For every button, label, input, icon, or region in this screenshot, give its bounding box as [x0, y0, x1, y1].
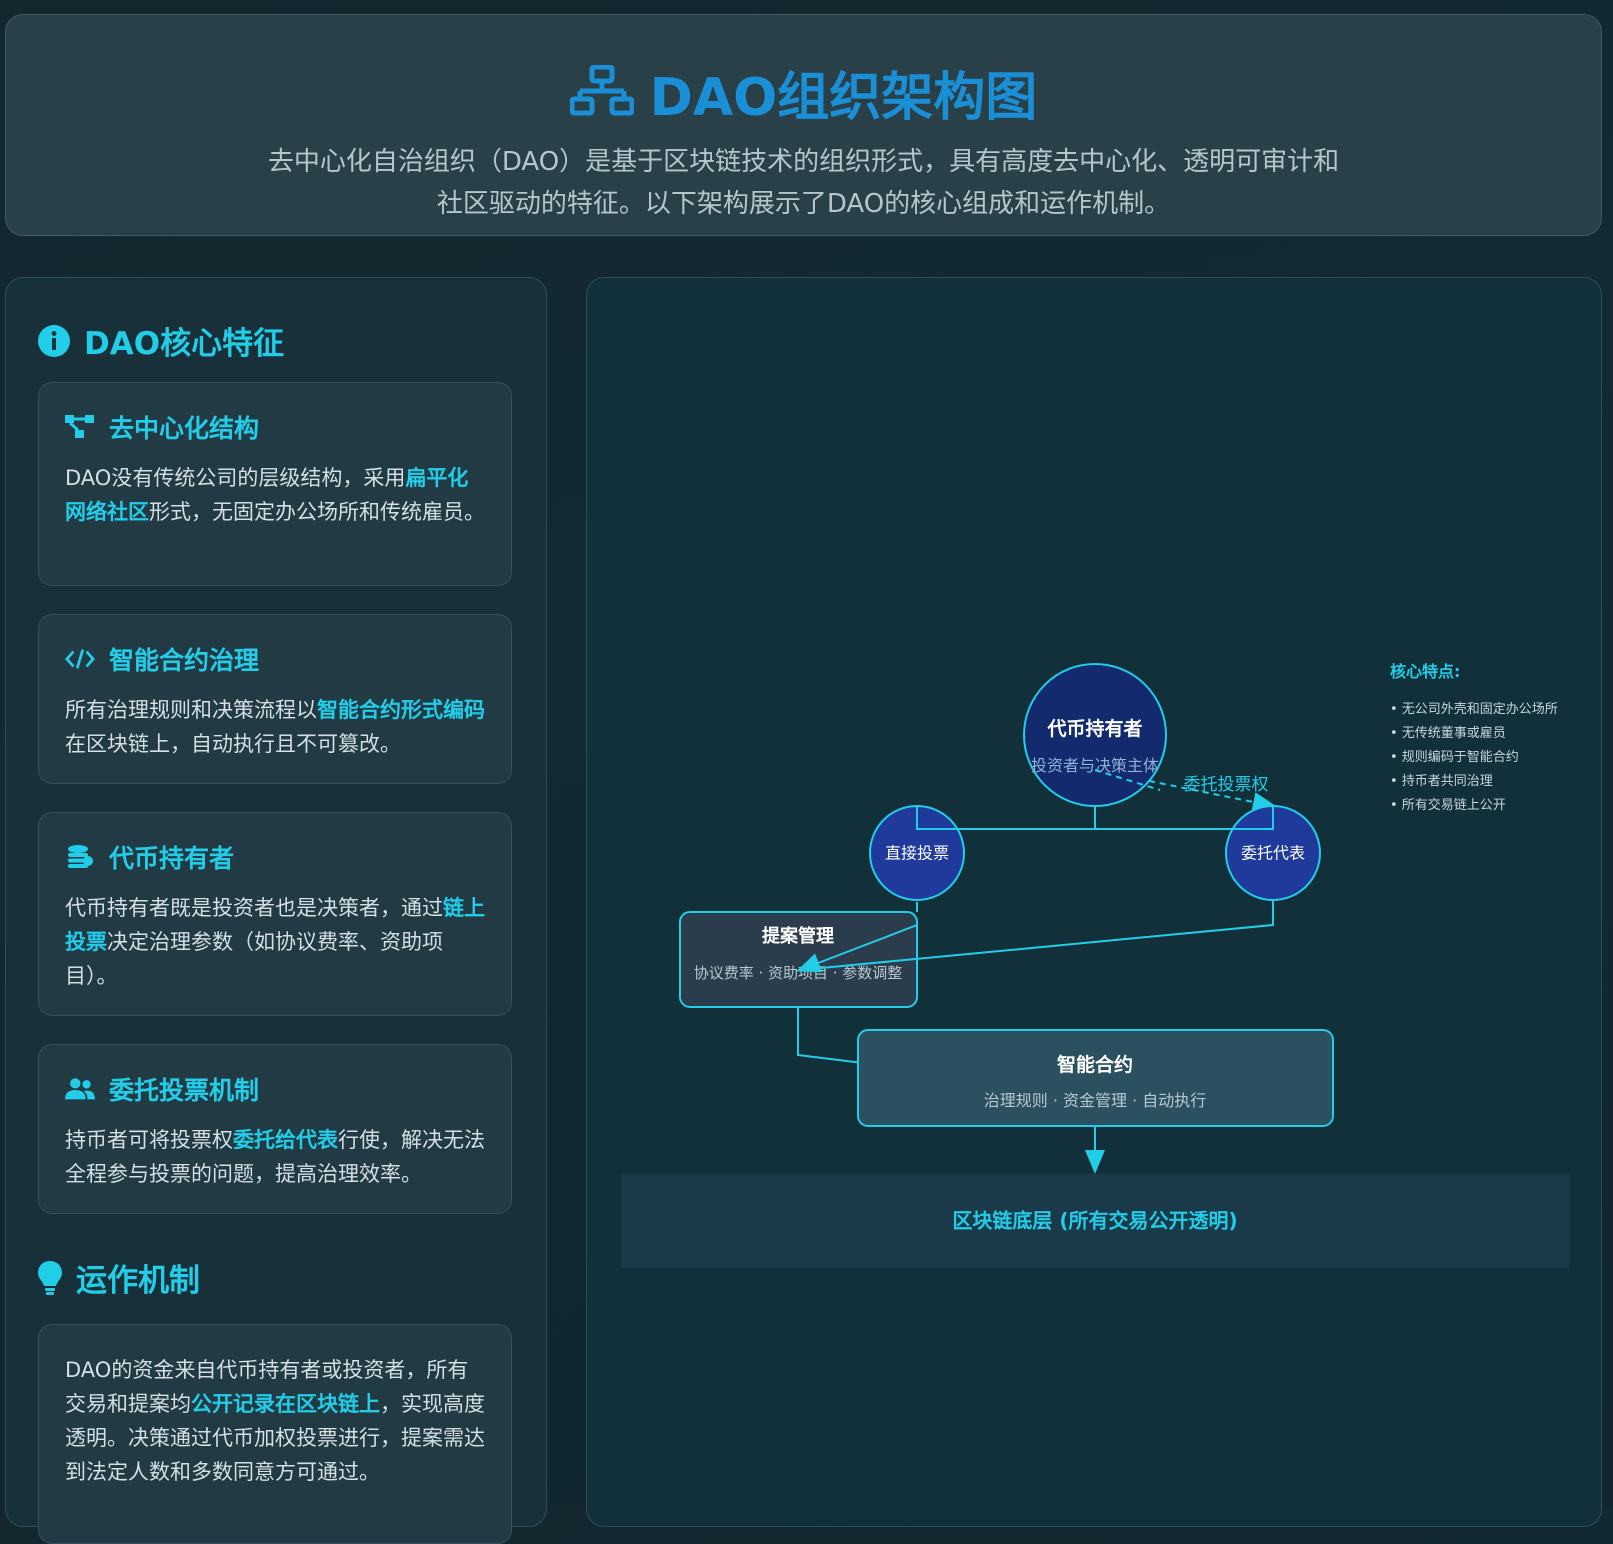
proposal-title: 提案管理	[762, 925, 834, 947]
features-heading: DAO核心特征	[38, 318, 284, 363]
page-description: 去中心化自治组织（DAO）是基于区块链技术的组织形式，具有高度去中心化、透明可审…	[267, 147, 1340, 219]
blockchain-layer-label: 区块链底层 (所有交易公开透明)	[952, 1209, 1237, 1233]
delegate-label: 委托代表	[1241, 844, 1305, 863]
mechanism-text: DAO的资金来自代币持有者或投资者，所有交易和提案均公开记录在区块链上，实现高度…	[65, 1358, 485, 1484]
coins-icon	[65, 844, 95, 870]
feature-card-title: 代币持有者	[65, 839, 485, 875]
sitemap-icon	[569, 64, 635, 130]
feature-card-token-holders: 代币持有者 代币持有者既是投资者也是决策者，通过链上投票决定治理参数（如协议费率…	[38, 812, 512, 1016]
header-panel: DAO组织架构图 去中心化自治组织（DAO）是基于区块链技术的组织形式，具有高度…	[5, 14, 1602, 236]
direct-vote-label: 直接投票	[885, 844, 949, 863]
mechanism-heading: 运作机制	[38, 1255, 200, 1300]
direct-vote-to-proposal-arrow	[796, 924, 918, 973]
blockchain-layer	[621, 1174, 1569, 1268]
diagram-panel	[586, 277, 1602, 1527]
delegate-link-label: 委托投票权	[1184, 775, 1269, 795]
direct-vote-branch	[916, 807, 960, 830]
smart-contract-node	[857, 1029, 1334, 1127]
core-notes: 核心特点: • 无公司外壳和固定办公场所 • 无传统董事或雇员 • 规则编码于智…	[1390, 658, 1590, 818]
core-note-item: • 无传统董事或雇员	[1390, 726, 1506, 741]
feature-card-text: DAO没有传统公司的层级结构，采用扁平化网络社区形式，无固定办公场所和传统雇员。	[65, 466, 485, 524]
feature-card-title: 智能合约治理	[65, 641, 485, 677]
page-title: DAO组织架构图	[6, 55, 1601, 134]
core-note-item: • 无公司外壳和固定办公场所	[1390, 702, 1558, 717]
core-note-item: • 所有交易链上公开	[1390, 798, 1506, 813]
feature-card-title: 委托投票机制	[65, 1071, 485, 1107]
network-icon	[65, 415, 95, 439]
code-icon	[65, 647, 95, 671]
feature-card-text: 代币持有者既是投资者也是决策者，通过链上投票决定治理参数（如协议费率、资助项目）…	[65, 896, 485, 988]
smart-contract-title: 智能合约	[1057, 1053, 1133, 1076]
token-holders-node	[1023, 663, 1167, 807]
features-panel: DAO核心特征 去中心化结构 DAO没有传统公司的层级结构，采用扁平化网络社区形…	[5, 277, 547, 1544]
delegate-branch	[1230, 807, 1274, 830]
core-note-item: • 规则编码于智能合约	[1390, 750, 1519, 765]
token-holders-title: 代币持有者	[1046, 717, 1142, 740]
lightbulb-icon	[38, 1260, 62, 1295]
token-holders-subtitle: 投资者与决策主体	[1031, 756, 1159, 775]
feature-card-decentralized: 去中心化结构 DAO没有传统公司的层级结构，采用扁平化网络社区形式，无固定办公场…	[38, 382, 512, 586]
core-note-item: • 持币者共同治理	[1390, 774, 1493, 789]
feature-card-text: 持币者可将投票权委托给代表行使，解决无法全程参与投票的问题，提高治理效率。	[65, 1128, 485, 1186]
users-icon	[65, 1077, 95, 1101]
delegate-link-arrow	[1094, 769, 1277, 812]
feature-card-title: 去中心化结构	[65, 409, 485, 445]
info-icon	[38, 324, 70, 357]
smart-contract-subtitle: 治理规则 · 资金管理 · 自动执行	[984, 1091, 1207, 1110]
feature-card-delegation: 委托投票机制 持币者可将投票权委托给代表行使，解决无法全程参与投票的问题，提高治…	[38, 1044, 512, 1214]
delegate-link-start	[1094, 769, 1161, 791]
proposal-subtitle: 协议费率 · 资助项目 · 参数调整	[694, 964, 903, 982]
feature-card-smart-contract: 智能合约治理 所有治理规则和决策流程以智能合约形式编码在区块链上，自动执行且不可…	[38, 614, 512, 784]
core-notes-title: 核心特点:	[1390, 662, 1461, 681]
dao-architecture-diagram: 区块链底层 (所有交易公开透明) 委托投票权 提案管理 协议费率 · 资助项目 …	[621, 663, 1569, 1268]
feature-card-text: 所有治理规则和决策流程以智能合约形式编码在区块链上，自动执行且不可篡改。	[65, 698, 485, 756]
